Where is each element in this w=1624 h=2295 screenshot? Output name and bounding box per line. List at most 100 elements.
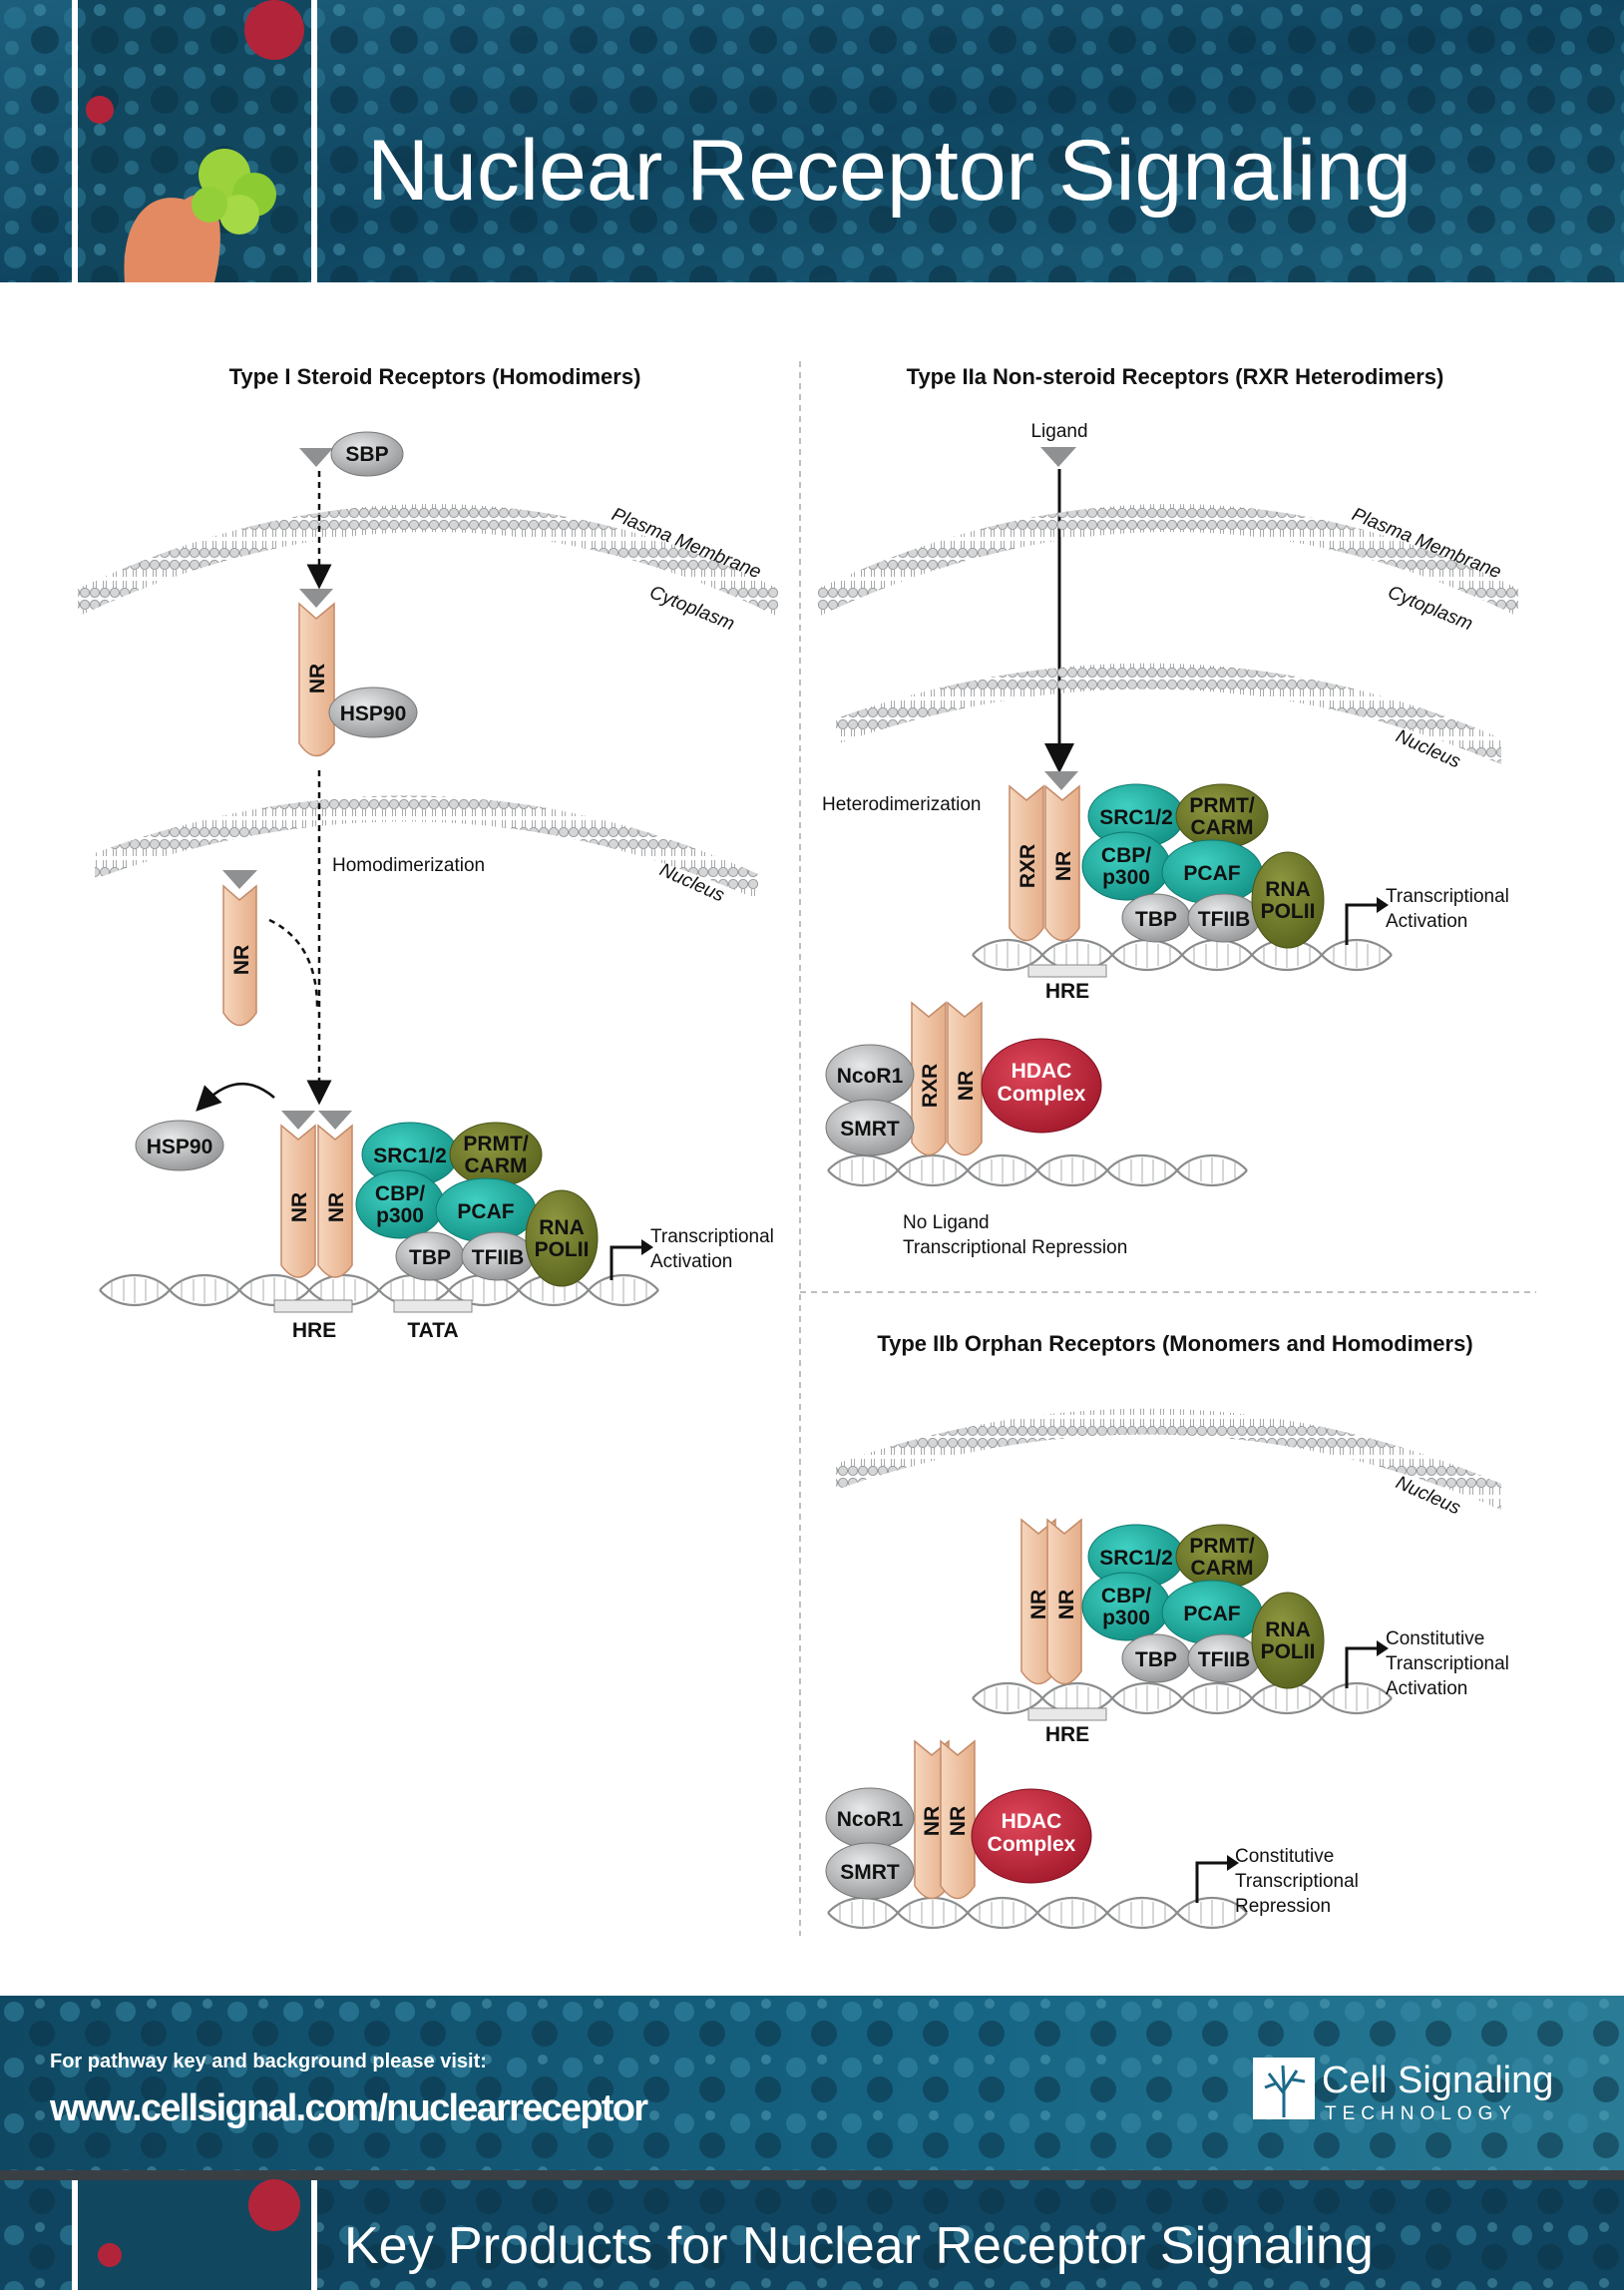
hre-label-2: HRE bbox=[1045, 980, 1089, 1003]
tfiib-label-3: TFIIB bbox=[1198, 1648, 1251, 1671]
transcription-start-arrow-3 bbox=[1345, 1646, 1379, 1688]
ligand-triangle-bound bbox=[1044, 771, 1078, 790]
nr-orphan-repressed-right-label: NR bbox=[947, 1806, 970, 1836]
nuclear-membrane bbox=[95, 795, 758, 900]
hre-label: HRE bbox=[292, 1319, 336, 1342]
activation-label: Activation bbox=[650, 1251, 732, 1272]
nr-dimer-left bbox=[280, 1124, 316, 1278]
sbp-ligand-triangle bbox=[299, 448, 333, 467]
logo-subtitle: TECHNOLOGY bbox=[1325, 2103, 1517, 2124]
hdac-complex bbox=[981, 1038, 1102, 1134]
nr-orphan-repressed-left-label: NR bbox=[921, 1806, 944, 1836]
p300-label: p300 bbox=[376, 1204, 424, 1227]
smrt-protein-3 bbox=[825, 1842, 915, 1900]
pcaf-label-2: PCAF bbox=[1183, 862, 1240, 885]
rna-label-2: RNA bbox=[1265, 878, 1311, 901]
no-ligand-label: No Ligand bbox=[903, 1212, 990, 1233]
src-label: SRC1/2 bbox=[373, 1145, 447, 1167]
rxr-receptor bbox=[1009, 784, 1044, 942]
tata-label: TATA bbox=[407, 1319, 458, 1342]
src-label-3: SRC1/2 bbox=[1099, 1547, 1173, 1570]
tfiib-label-2: TFIIB bbox=[1198, 908, 1251, 931]
footer-photo-inset bbox=[78, 2179, 311, 2290]
p300-label-2: p300 bbox=[1102, 866, 1150, 889]
transcription-start-arrow bbox=[609, 1245, 643, 1280]
activation-label-3: Activation bbox=[1386, 1678, 1467, 1699]
diagram-canvas: Type I Steroid Receptors (Homodimers) Pl… bbox=[78, 361, 1536, 1936]
panel-type-iia-rxr: Type IIa Non-steroid Receptors (RXR Hete… bbox=[818, 364, 1518, 1258]
cbp-label-2: CBP/ bbox=[1101, 844, 1151, 867]
smrt-label: SMRT bbox=[840, 1118, 900, 1141]
hre-label-3: HRE bbox=[1045, 1723, 1089, 1746]
polii-label: POLII bbox=[535, 1238, 590, 1261]
polii-label-2: POLII bbox=[1261, 900, 1316, 923]
nr-receptor-repressed bbox=[947, 1001, 983, 1156]
nuclear-membrane-2 bbox=[836, 663, 1501, 764]
hsp90-released bbox=[135, 1120, 224, 1171]
footer-background: For pathway key and background please vi… bbox=[0, 1996, 1624, 2290]
transcription-start-arrow-2 bbox=[1345, 903, 1379, 945]
rna-label: RNA bbox=[539, 1216, 585, 1239]
activation-label-2: Activation bbox=[1386, 911, 1467, 932]
ligand-triangle bbox=[1040, 447, 1076, 467]
transcriptional-label-2: Transcriptional bbox=[1386, 886, 1509, 907]
visit-text: For pathway key and background please vi… bbox=[50, 2051, 487, 2072]
pathway-url-link[interactable]: www.cellsignal.com/nuclearreceptor bbox=[49, 2087, 648, 2129]
carm-label-3: CARM bbox=[1191, 1557, 1254, 1580]
carm-label: CARM bbox=[465, 1154, 528, 1177]
ncor1-label: NcoR1 bbox=[837, 1065, 904, 1088]
nr-receptor bbox=[1044, 784, 1080, 942]
prmt-label-3: PRMT/ bbox=[1189, 1535, 1254, 1558]
nr-label-2: NR bbox=[230, 945, 253, 975]
prmt-label-2: PRMT/ bbox=[1189, 794, 1254, 817]
cbp-label-3: CBP/ bbox=[1101, 1585, 1151, 1607]
rxr-receptor-repressed bbox=[911, 1001, 947, 1156]
nr-orphan-right bbox=[1046, 1518, 1082, 1685]
tbp-label-3: TBP bbox=[1135, 1648, 1177, 1671]
prmt-label: PRMT/ bbox=[463, 1133, 528, 1155]
hsp90-protein bbox=[328, 687, 418, 738]
nr-receptor-cytoplasm bbox=[298, 602, 335, 757]
rxr-label-repressed: RXR bbox=[919, 1064, 942, 1108]
hsp90-released-label: HSP90 bbox=[147, 1136, 213, 1158]
nr-orphan-left-label: NR bbox=[1027, 1590, 1050, 1619]
pathway-diagram: Type I Steroid Receptors (Homodimers) Pl… bbox=[0, 282, 1624, 1996]
hre-box-3 bbox=[1027, 1707, 1107, 1721]
nr-dimer-left-label: NR bbox=[288, 1192, 311, 1222]
panel-type-iib-orphan: Type IIb Orphan Receptors (Monomers and … bbox=[825, 1331, 1509, 1930]
tbp-label-2: TBP bbox=[1135, 908, 1177, 931]
transcriptional-label-4: Transcriptional bbox=[1235, 1871, 1359, 1892]
hsp90-release-arrow bbox=[196, 1083, 275, 1112]
complex-label-3: Complex bbox=[988, 1833, 1076, 1856]
smrt-protein bbox=[825, 1099, 915, 1156]
complex-label: Complex bbox=[998, 1083, 1086, 1106]
dna-helix-5 bbox=[826, 1896, 1249, 1930]
dimerization-arrow bbox=[268, 918, 319, 1009]
ligand-label: Ligand bbox=[1030, 421, 1087, 442]
header-photo-inset bbox=[78, 0, 311, 282]
nr-orphan-right-label: NR bbox=[1055, 1590, 1078, 1619]
panel3-title: Type IIb Orphan Receptors (Monomers and … bbox=[877, 1331, 1472, 1356]
src-label-2: SRC1/2 bbox=[1099, 806, 1173, 829]
panel1-title: Type I Steroid Receptors (Homodimers) bbox=[229, 364, 641, 389]
pcaf-label: PCAF bbox=[457, 1200, 514, 1223]
heterodimerization-label: Heterodimerization bbox=[822, 794, 981, 815]
footer-banner: For pathway key and background please vi… bbox=[0, 1996, 1624, 2290]
sbp-label: SBP bbox=[345, 443, 388, 466]
nr-label-p2: NR bbox=[1052, 851, 1075, 881]
ligand-triangle-4 bbox=[318, 1111, 352, 1130]
smrt-label-3: SMRT bbox=[840, 1861, 900, 1884]
constitutive-repression-label: Constitutive bbox=[1235, 1846, 1334, 1867]
key-products-title: Key Products for Nuclear Receptor Signal… bbox=[344, 2217, 1374, 2275]
repression-label: Repression bbox=[1235, 1896, 1331, 1917]
nr-label: NR bbox=[306, 664, 329, 693]
nr-orphan-repressed-right bbox=[940, 1739, 976, 1900]
cst-logo[interactable]: Cell Signaling TECHNOLOGY bbox=[1253, 2058, 1553, 2124]
rna-label-3: RNA bbox=[1265, 1618, 1311, 1641]
transcriptional-label-3: Transcriptional bbox=[1386, 1653, 1509, 1674]
nr-label-repressed: NR bbox=[955, 1071, 978, 1101]
carm-label-2: CARM bbox=[1191, 816, 1254, 839]
hdac-complex-3 bbox=[971, 1788, 1092, 1884]
nr-dimer-right-label: NR bbox=[325, 1192, 348, 1222]
plasma-membrane-2 bbox=[818, 504, 1518, 617]
